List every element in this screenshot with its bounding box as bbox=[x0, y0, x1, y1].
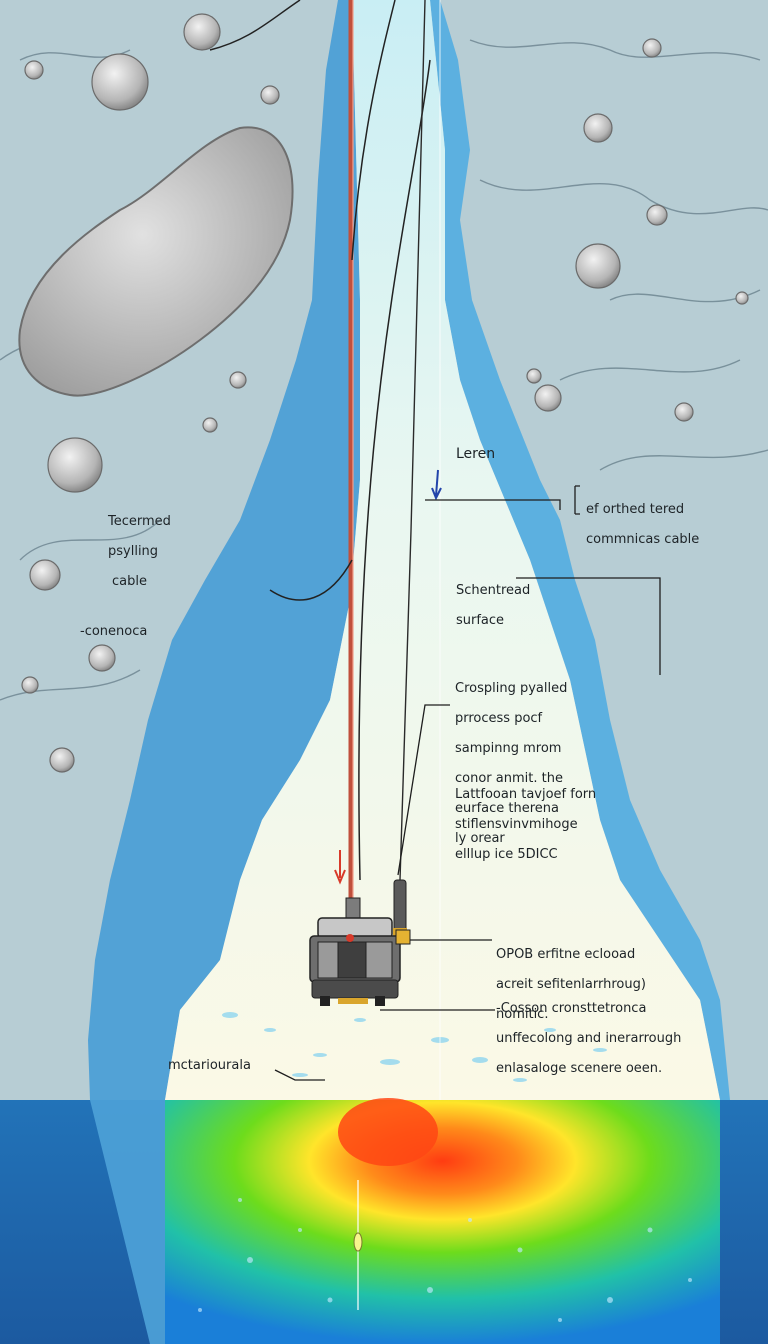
submersible-icon bbox=[353, 1232, 363, 1252]
label-line: Tecermed bbox=[108, 514, 171, 529]
label-leren: Leren bbox=[456, 446, 496, 462]
label-opob: OPOB erfitne eclooad acreit sefitenlarrh… bbox=[496, 932, 646, 1037]
label-line: ef orthed tered bbox=[586, 502, 685, 517]
label-tethered-cable: ef orthed tered commnicas cable bbox=[586, 487, 699, 562]
side-cable-loop bbox=[209, 0, 353, 601]
label-line: Crospling pyalled bbox=[455, 681, 568, 696]
label-mctari: mctariourala bbox=[168, 1058, 251, 1073]
ice-cracks bbox=[0, 39, 768, 701]
embedded-rock bbox=[18, 126, 294, 397]
leader-lines bbox=[274, 485, 661, 1081]
label-line: cable bbox=[112, 574, 147, 589]
label-line: Schentread bbox=[456, 583, 531, 598]
down-arrow-red bbox=[334, 850, 346, 885]
label-lattfooan: Lattfooan tavjoef forn stiflensvinvmihog… bbox=[455, 772, 596, 877]
probe-icon bbox=[309, 897, 411, 1006]
hydrothermal-plume bbox=[165, 1100, 720, 1344]
label-line: eurface therena bbox=[455, 801, 559, 816]
borehole-shaft bbox=[165, 0, 720, 1100]
label-line: conor anmit. the bbox=[455, 771, 563, 786]
label-line: acreit sefitenlarrhroug) bbox=[496, 977, 646, 992]
ice-debris bbox=[222, 1012, 607, 1082]
label-tether-left: Tecermed psylling cable bbox=[108, 499, 171, 604]
shaft-right-wall bbox=[430, 0, 730, 1100]
label-line: -Cosson cronsttetronca bbox=[496, 1001, 647, 1016]
down-arrow-blue bbox=[431, 469, 442, 501]
label-line: OPOB erfitne eclooad bbox=[496, 947, 636, 962]
ice-craters bbox=[21, 13, 749, 773]
label-schentread: Schentread surface bbox=[456, 568, 530, 643]
label-line: ly orear bbox=[455, 831, 505, 846]
label-line: sampinng mrom bbox=[455, 741, 562, 756]
label-line: stiflensvinvmihoge bbox=[455, 817, 578, 832]
comms-cable bbox=[351, 0, 431, 881]
label-line: unffecolong and inerarrough bbox=[496, 1031, 682, 1046]
ocean-bubbles bbox=[198, 1198, 692, 1322]
sensor-cable bbox=[399, 0, 426, 881]
label-line: commnicas cable bbox=[586, 532, 700, 547]
label-line: surface bbox=[456, 613, 505, 628]
label-line: psylling bbox=[108, 544, 159, 559]
label-cosson: -Cosson cronsttetronca unffecolong and i… bbox=[496, 986, 681, 1091]
label-line: prrocess pocf bbox=[455, 711, 543, 726]
label-line: elllup ice 5DICC bbox=[455, 847, 558, 862]
label-conenoca: -conenoca bbox=[80, 624, 148, 639]
label-line: nomitic. bbox=[496, 1007, 549, 1022]
label-line: enlasaloge scenere oeen. bbox=[496, 1061, 663, 1076]
sensor-pod-icon bbox=[393, 879, 407, 936]
plume-core bbox=[338, 1098, 438, 1166]
label-crospling: Crospling pyalled prrocess pocf sampinng… bbox=[455, 666, 567, 861]
label-line: Lattfooan tavjoef forn bbox=[455, 787, 597, 802]
shaft-left-wall bbox=[88, 0, 360, 1344]
